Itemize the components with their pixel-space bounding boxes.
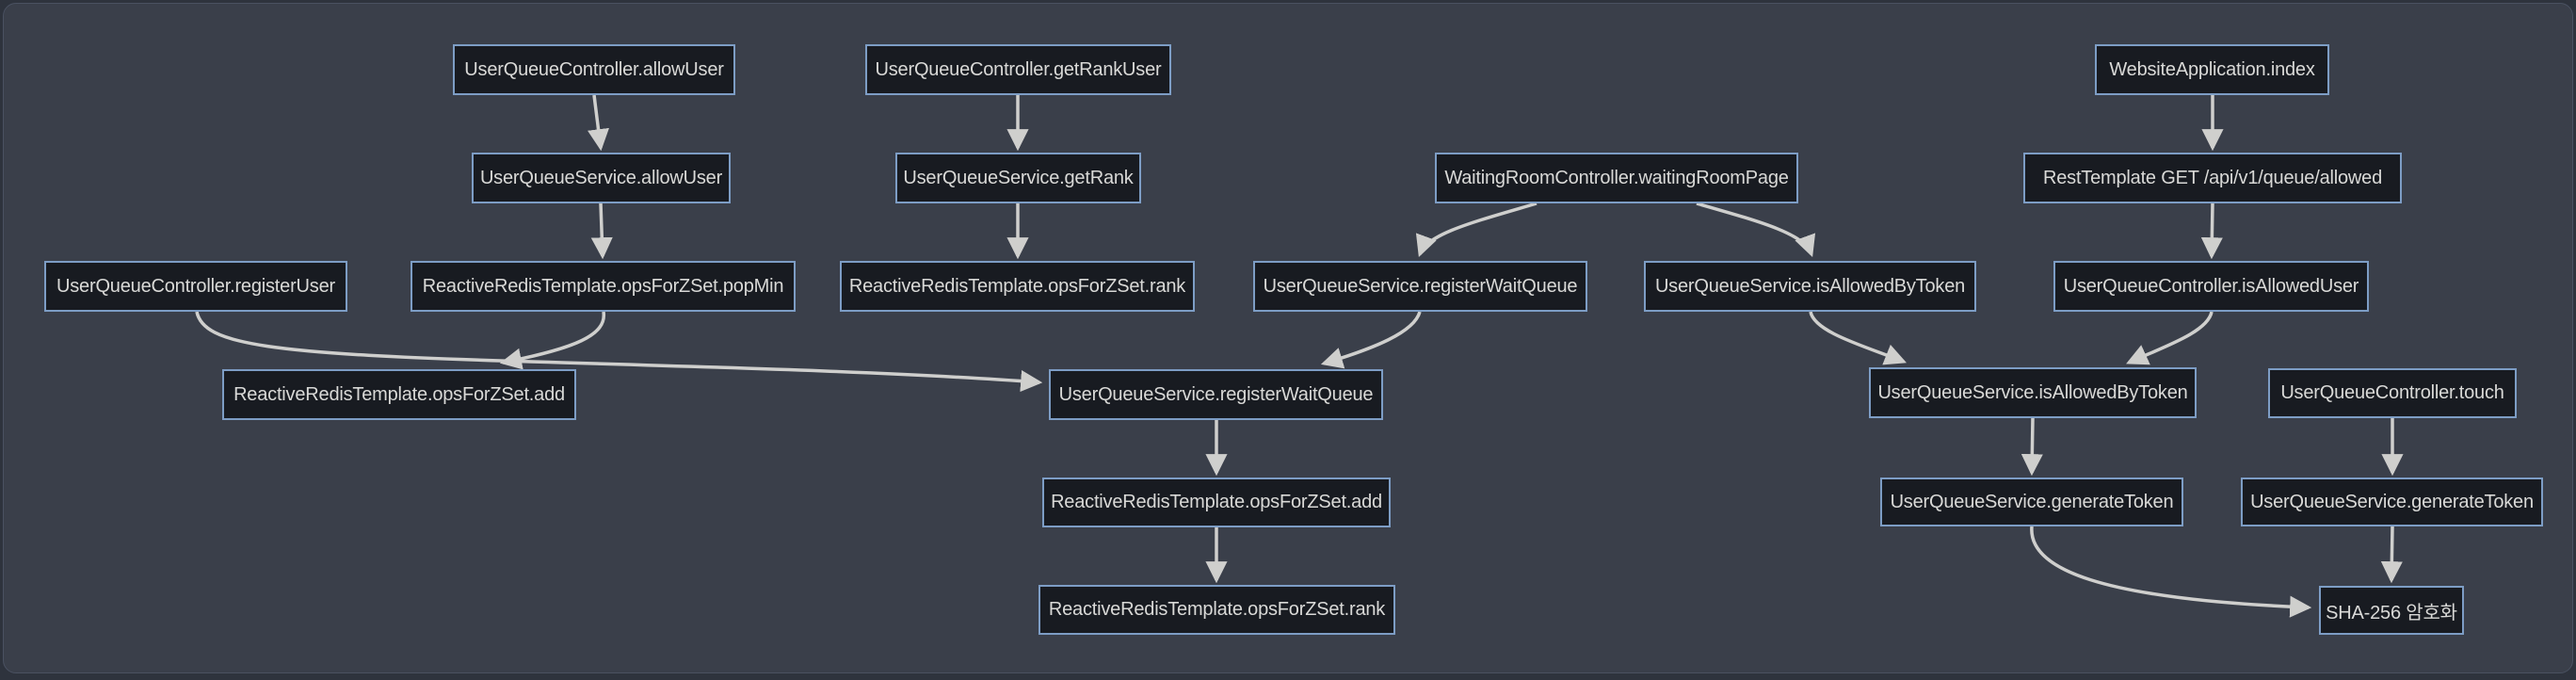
node-rrt-rank-2: ReactiveRedisTemplate.opsForZSet.rank	[1038, 585, 1395, 635]
node-uqs-registerwaitqueue-2: UserQueueService.registerWaitQueue	[1049, 369, 1383, 420]
node-uqc-touch: UserQueueController.touch	[2268, 368, 2517, 418]
edge-uqs-isallowedbytoken-2--uqs-generatetoken-1	[2021, 417, 2043, 477]
node-rrt-popmin: ReactiveRedisTemplate.opsForZSet.popMin	[411, 261, 796, 312]
node-uqc-isalloweduser: UserQueueController.isAllowedUser	[2053, 261, 2369, 312]
edge-wrc-waitingroompage--uqs-registerwaitqueue-1	[1415, 202, 1538, 258]
edges-layer	[195, 94, 2404, 618]
node-rrt-add-1: ReactiveRedisTemplate.opsForZSet.add	[222, 369, 576, 420]
node-uqc-registeruser: UserQueueController.registerUser	[44, 261, 347, 312]
node-website-index: WebsiteApplication.index	[2095, 44, 2329, 95]
edge-uqc-allowuser--uqs-allowuser	[588, 94, 609, 152]
node-uqs-allowuser: UserQueueService.allowUser	[472, 153, 731, 203]
node-uqs-generatetoken-2: UserQueueService.generateToken	[2241, 478, 2543, 526]
edge-uqs-allowuser--rrt-popmin	[590, 202, 613, 260]
edge-wrc-waitingroompage--uqs-isallowedbytoken-1	[1696, 202, 1816, 258]
node-wrc-waitingroompage: WaitingRoomController.waitingRoomPage	[1435, 153, 1798, 203]
node-uqs-isallowedbytoken-1: UserQueueService.isAllowedByToken	[1644, 261, 1976, 312]
node-uqs-isallowedbytoken-2: UserQueueService.isAllowedByToken	[1869, 367, 2197, 418]
edge-rrt-popmin--rrt-add-1	[499, 311, 605, 370]
node-resttemplate-get-allowed: RestTemplate GET /api/v1/queue/allowed	[2023, 153, 2402, 203]
node-uqc-getrankuser: UserQueueController.getRankUser	[865, 44, 1171, 95]
edge-uqc-isalloweduser--uqs-isallowedbytoken-2	[2126, 311, 2214, 365]
node-sha256: SHA-256 암호화	[2319, 586, 2464, 635]
edge-uqs-generatetoken-1--sha256	[2030, 526, 2312, 618]
edge-resttemplate-get-allowed--uqc-isalloweduser	[2200, 202, 2223, 260]
node-uqs-generatetoken-1: UserQueueService.generateToken	[1880, 478, 2183, 526]
node-uqs-getrank: UserQueueService.getRank	[895, 153, 1141, 203]
edge-uqs-registerwaitqueue-1--uqs-registerwaitqueue-2	[1320, 311, 1422, 369]
node-rrt-rank-1: ReactiveRedisTemplate.opsForZSet.rank	[840, 261, 1195, 312]
edge-uqs-isallowedbytoken-1--uqs-isallowedbytoken-2	[1809, 311, 1908, 365]
node-uqc-allowuser: UserQueueController.allowUser	[453, 44, 735, 95]
edge-uqs-generatetoken-2--sha256	[2380, 526, 2403, 584]
node-uqs-registerwaitqueue-1: UserQueueService.registerWaitQueue	[1253, 261, 1587, 312]
node-rrt-add-2: ReactiveRedisTemplate.opsForZSet.add	[1042, 478, 1391, 527]
